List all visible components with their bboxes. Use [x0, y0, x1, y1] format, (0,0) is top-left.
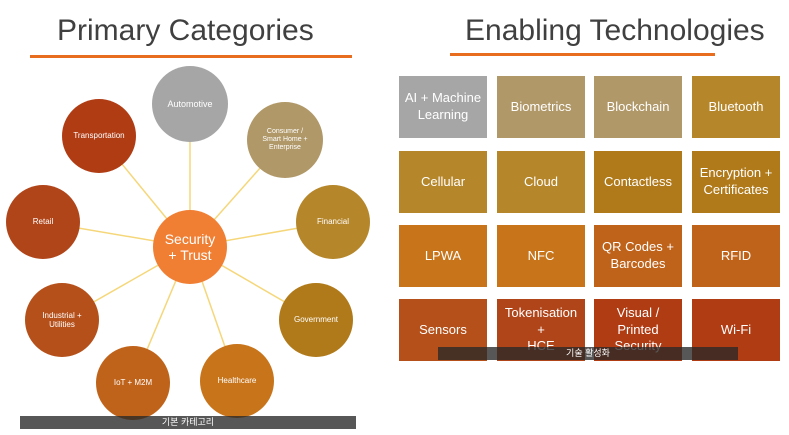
technology-tile: Bluetooth [692, 76, 780, 138]
category-hub-diagram [6, 66, 370, 420]
category-node-label: Healthcare [217, 376, 257, 386]
category-node-circle [25, 283, 99, 357]
center-node-label: Security + Trust [164, 230, 216, 263]
category-node-label: Consumer / Smart Home + Enterprise [262, 127, 308, 152]
technology-tile: AI + Machine Learning [399, 76, 487, 138]
left-caption-bar: 기본 카테고리 [20, 416, 356, 429]
technology-tile: Cloud [497, 151, 585, 213]
category-node-label: Transportation [73, 131, 125, 141]
category-node-label: Financial [316, 217, 349, 227]
category-node-label: Government [293, 315, 339, 325]
category-node-label: Industrial + Utilities [42, 310, 82, 329]
category-node-circle [152, 66, 228, 142]
enabling-technologies-panel: Enabling Technologies AI + Machine Learn… [380, 0, 789, 435]
category-node-circle [279, 283, 353, 357]
technology-tile: NFC [497, 225, 585, 287]
technology-tile: Blockchain [594, 76, 682, 138]
title-underline [30, 55, 352, 58]
category-node-circle [296, 185, 370, 259]
technology-tile: LPWA [399, 225, 487, 287]
category-node-circle [247, 102, 323, 178]
category-node-label: Automotive [167, 98, 213, 109]
category-node-circle [62, 99, 136, 173]
category-node-label: Retail [32, 217, 54, 227]
technology-tile: Cellular [399, 151, 487, 213]
category-node-circle [6, 185, 80, 259]
technology-tile: RFID [692, 225, 780, 287]
technology-tile: Contactless [594, 151, 682, 213]
technology-tile: Encryption + Certificates [692, 151, 780, 213]
category-node-label: IoT + M2M [113, 378, 153, 388]
right-caption-bar: 기술 활성화 [438, 347, 738, 360]
center-node-circle [153, 210, 227, 284]
title-underline [450, 53, 715, 56]
category-node-circle [96, 346, 170, 420]
technology-tile: QR Codes + Barcodes [594, 225, 682, 287]
primary-categories-title: Primary Categories [57, 14, 314, 47]
enabling-technologies-title: Enabling Technologies [465, 14, 765, 47]
technology-tile: Biometrics [497, 76, 585, 138]
category-node-circle [200, 344, 274, 418]
